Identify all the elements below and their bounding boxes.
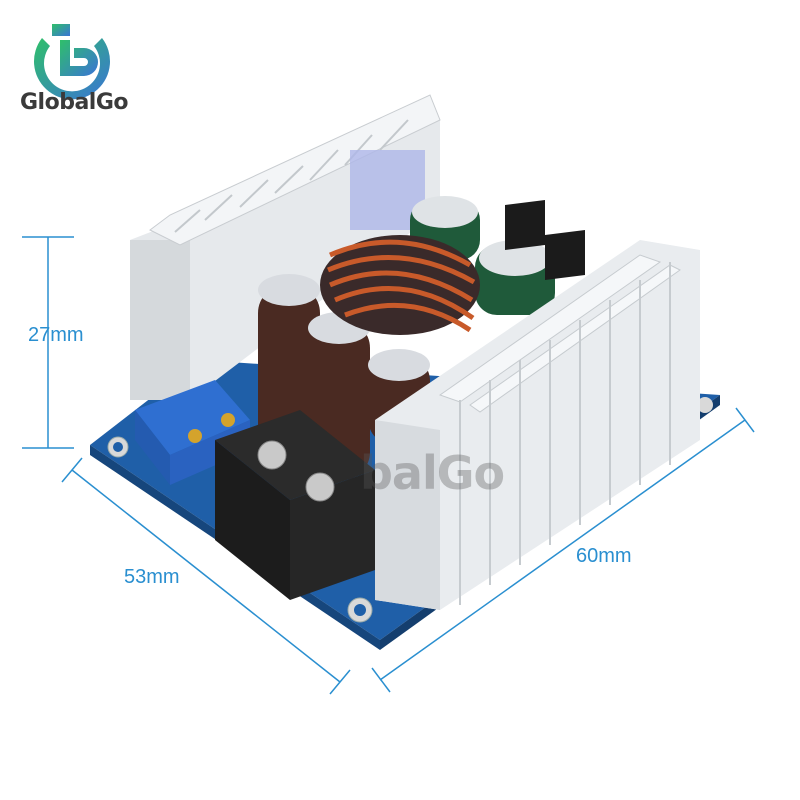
heatsink-front [375, 240, 700, 610]
dimension-depth-label: 53mm [124, 566, 180, 588]
brand-name: GlobalGo [20, 90, 129, 115]
inductor-coil [320, 235, 480, 335]
dimension-width-label: 60mm [576, 545, 632, 567]
dimension-height-label: 27mm [28, 324, 84, 346]
terminal-screw-2 [305, 472, 335, 502]
terminal-block [215, 410, 375, 600]
transistor-2 [545, 230, 585, 280]
dimension-lines [22, 236, 755, 695]
mount-hole-right [697, 397, 713, 413]
terminal-screw-1 [257, 440, 287, 470]
transistor-1 [505, 200, 545, 250]
capacitor-green-right [475, 240, 555, 315]
heatsink-back [130, 94, 441, 400]
globalgo-logo-icon [33, 24, 110, 100]
capacitor-large-left [258, 274, 320, 455]
watermark-text: balGo [360, 446, 505, 500]
